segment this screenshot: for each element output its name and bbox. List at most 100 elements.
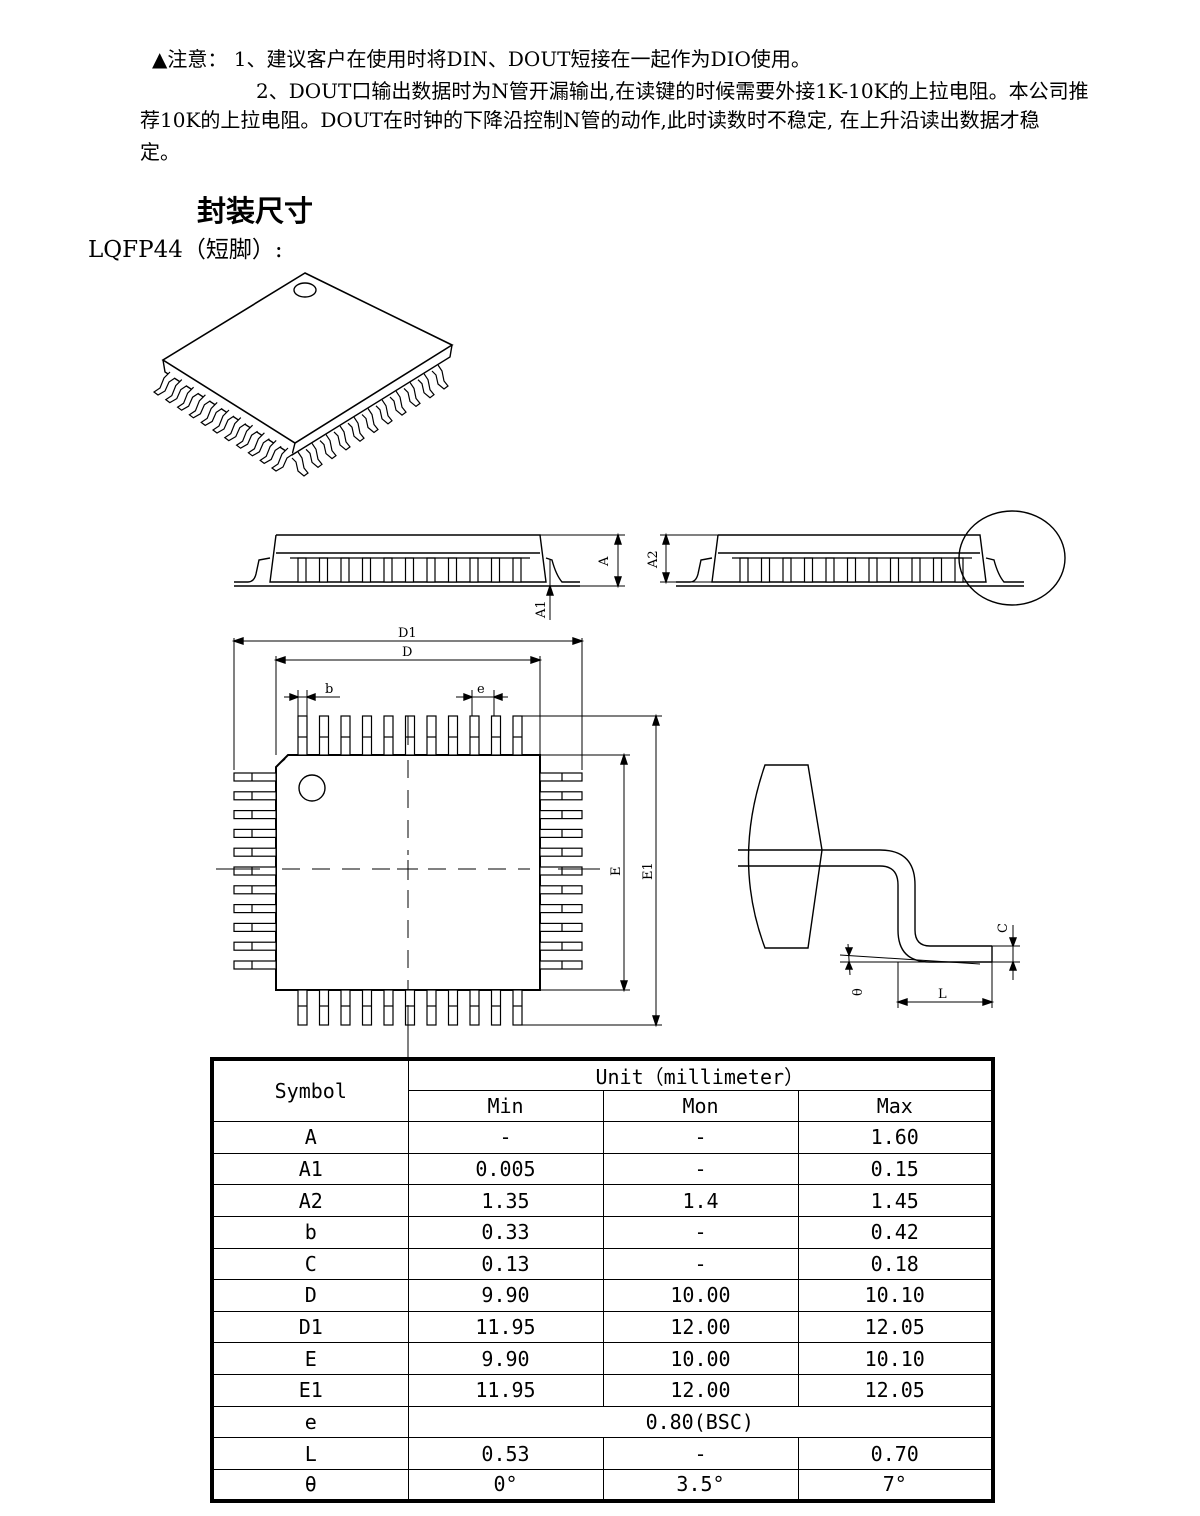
left-lead bbox=[233, 809, 277, 820]
col-header-min: Min bbox=[407, 1090, 604, 1122]
col-header-max: Max bbox=[797, 1090, 994, 1122]
table-row: L 0.53 - 0.70 bbox=[211, 1437, 994, 1470]
label-D: D bbox=[402, 645, 412, 660]
side-lead bbox=[361, 557, 372, 583]
bottom-lead bbox=[318, 989, 330, 1026]
table-row: D1 11.95 12.00 12.05 bbox=[211, 1310, 994, 1344]
note-line-1: ▲注意： 1、建议客户在使用时将DIN、DOUT短接在一起作为DIO使用。 bbox=[152, 47, 811, 71]
cell-mon: - bbox=[602, 1121, 799, 1154]
table-row: b 0.33 - 0.42 bbox=[211, 1215, 994, 1249]
side-lead bbox=[868, 557, 878, 583]
label-E1: E1 bbox=[641, 862, 656, 880]
side-lead bbox=[782, 557, 792, 583]
iso-lead bbox=[347, 416, 365, 442]
side-lead bbox=[932, 557, 943, 583]
col-header-mon: Mon bbox=[602, 1090, 799, 1122]
bottom-lead bbox=[426, 989, 437, 1026]
cell-mon: - bbox=[602, 1247, 799, 1281]
cell-max: 1.45 bbox=[797, 1184, 994, 1217]
label-L: L bbox=[938, 987, 947, 1002]
cell-min: 9.90 bbox=[407, 1279, 604, 1312]
top-lead bbox=[426, 715, 437, 756]
cell-symbol: A2 bbox=[211, 1184, 409, 1217]
cell-min: 0.33 bbox=[407, 1215, 604, 1249]
side-lead bbox=[739, 557, 749, 583]
bottom-lead bbox=[361, 989, 373, 1026]
iso-lead bbox=[152, 371, 176, 396]
cell-symbol: e bbox=[211, 1405, 409, 1439]
iso-lead bbox=[235, 424, 258, 449]
right-lead bbox=[539, 922, 583, 933]
cell-span: 0.80(BSC) bbox=[407, 1405, 994, 1439]
side-lead bbox=[889, 557, 900, 583]
iso-lead bbox=[247, 432, 270, 457]
cell-mon: 3.5° bbox=[602, 1468, 799, 1502]
label-e: e bbox=[477, 682, 485, 697]
cell-symbol: E1 bbox=[211, 1374, 409, 1407]
table-row: C 0.13 - 0.18 bbox=[211, 1247, 994, 1281]
bottom-lead bbox=[404, 989, 416, 1026]
table-row: A - - 1.60 bbox=[211, 1121, 994, 1154]
left-lead bbox=[233, 772, 277, 782]
cell-symbol: A bbox=[211, 1121, 409, 1154]
side-lead bbox=[404, 557, 415, 583]
cell-mon: 10.00 bbox=[602, 1279, 799, 1312]
bottom-lead bbox=[490, 989, 502, 1026]
cell-max: 0.18 bbox=[797, 1247, 994, 1281]
cell-min: 0.53 bbox=[407, 1437, 604, 1470]
cell-min: 9.90 bbox=[407, 1342, 604, 1375]
side-lead bbox=[383, 557, 393, 583]
top-lead bbox=[318, 715, 330, 756]
iso-lead bbox=[403, 382, 421, 408]
left-lead bbox=[233, 903, 277, 914]
cell-max: 0.70 bbox=[797, 1437, 994, 1470]
note-line-4: 定。 bbox=[140, 140, 180, 164]
side-lead bbox=[490, 557, 501, 583]
left-lead bbox=[233, 828, 277, 839]
bottom-lead bbox=[297, 989, 308, 1026]
top-lead bbox=[512, 715, 523, 756]
symbol-header: Symbol bbox=[211, 1058, 409, 1122]
iso-lead bbox=[417, 373, 435, 399]
package-drawing: A A1 A2 bbox=[152, 272, 1066, 1060]
iso-lead bbox=[291, 451, 309, 477]
left-lead bbox=[233, 847, 277, 857]
left-lead bbox=[233, 922, 277, 933]
cell-max: 10.10 bbox=[797, 1279, 994, 1312]
top-lead bbox=[297, 715, 308, 756]
side-lead bbox=[911, 557, 921, 583]
iso-lead bbox=[305, 442, 323, 469]
cell-max: 0.15 bbox=[797, 1152, 994, 1186]
cell-max: 0.42 bbox=[797, 1215, 994, 1249]
table-row: D 9.90 10.00 10.10 bbox=[211, 1279, 994, 1312]
cell-min: 0.13 bbox=[407, 1247, 604, 1281]
label-D1: D1 bbox=[398, 626, 417, 641]
right-lead bbox=[539, 847, 583, 857]
label-C: C bbox=[996, 923, 1011, 933]
cell-min: 11.95 bbox=[407, 1374, 604, 1407]
iso-lead bbox=[389, 390, 407, 416]
side-lead bbox=[846, 557, 857, 583]
cell-mon: - bbox=[602, 1152, 799, 1186]
table-row: e 0.80(BSC) bbox=[211, 1405, 994, 1439]
cell-symbol: θ bbox=[211, 1468, 409, 1502]
cell-mon: 1.4 bbox=[602, 1184, 799, 1217]
left-lead bbox=[233, 791, 277, 801]
left-lead bbox=[233, 960, 277, 970]
iso-lead bbox=[176, 386, 199, 411]
detail-circle bbox=[958, 510, 1066, 606]
lead-detail-view bbox=[738, 764, 1020, 1008]
iso-lead bbox=[375, 399, 393, 425]
cell-min: 11.95 bbox=[407, 1310, 604, 1344]
table-row: E 9.90 10.00 10.10 bbox=[211, 1342, 994, 1375]
iso-lead bbox=[319, 434, 337, 460]
cell-symbol: A1 bbox=[211, 1152, 409, 1186]
cell-max: 1.60 bbox=[797, 1121, 994, 1154]
side-view-front bbox=[234, 532, 625, 620]
bottom-lead bbox=[340, 989, 351, 1026]
iso-lead bbox=[361, 408, 379, 434]
side-lead bbox=[426, 557, 436, 583]
top-lead bbox=[361, 715, 373, 756]
iso-lead bbox=[211, 409, 235, 434]
cell-min: 0° bbox=[407, 1468, 604, 1502]
